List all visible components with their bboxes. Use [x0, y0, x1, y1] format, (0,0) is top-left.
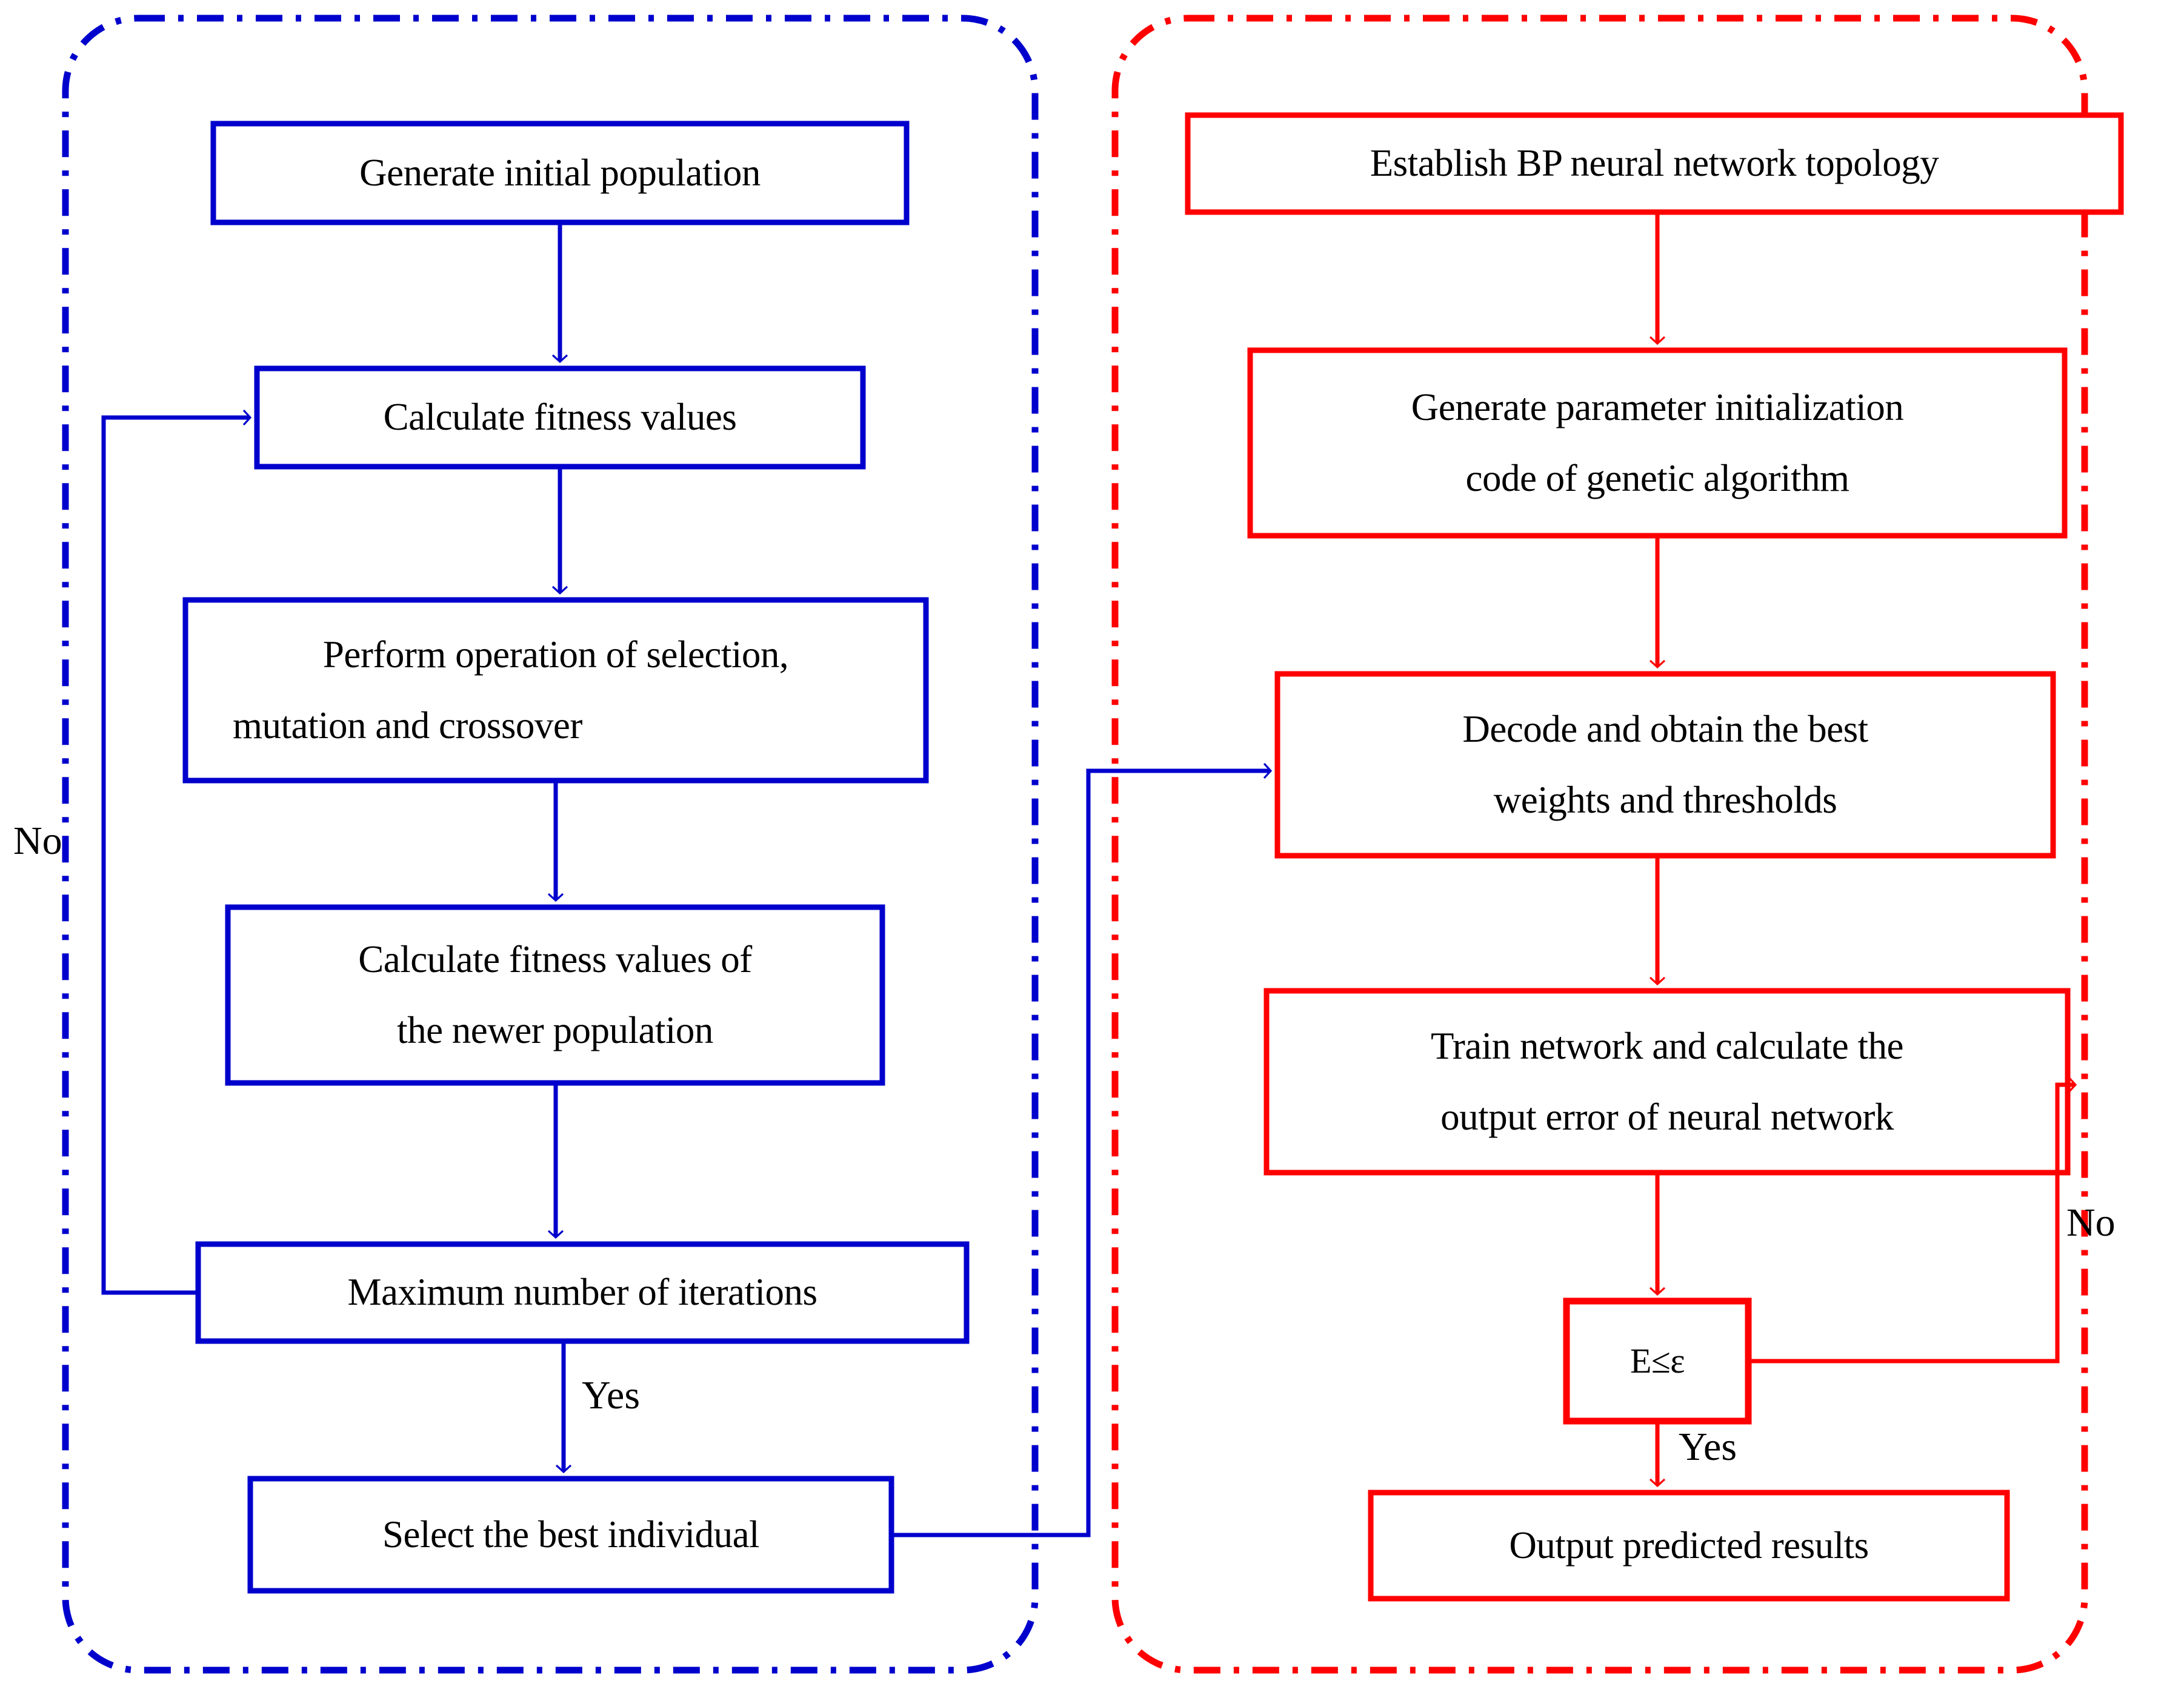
ga-edge-label-no: No	[13, 819, 62, 863]
bp-node-generate-param-code[interactable]	[1247, 347, 2068, 539]
ga-node-generate-initial-population[interactable]	[210, 121, 910, 225]
bp-feedback-no-path	[1748, 1085, 2075, 1364]
bp-edge-label-yes: Yes	[1679, 1425, 1737, 1469]
bp-node-output-results[interactable]	[1368, 1490, 2010, 1602]
bp-node-train-network[interactable]	[1263, 988, 2071, 1176]
bp-node-error-condition[interactable]	[1563, 1297, 1752, 1425]
ga-node-select-best-individual[interactable]	[247, 1476, 894, 1594]
ga-node-maximum-iterations[interactable]	[195, 1241, 970, 1344]
ga-node-calculate-fitness-newer[interactable]	[225, 904, 885, 1086]
bp-edge-label-no: No	[2066, 1200, 2116, 1245]
ga-node-calculate-fitness-values[interactable]	[254, 365, 866, 470]
bp-node-decode-weights[interactable]	[1274, 671, 2056, 859]
cross-panel-link	[891, 771, 1270, 1537]
bp-panel-border	[1111, 15, 2088, 1674]
bp-node-establish-topology[interactable]	[1185, 112, 2124, 215]
ga-panel-border	[62, 15, 1039, 1674]
ga-node-perform-operation[interactable]	[182, 597, 929, 784]
ga-feedback-no-path	[101, 418, 250, 1295]
ga-edge-label-yes: Yes	[582, 1373, 641, 1417]
